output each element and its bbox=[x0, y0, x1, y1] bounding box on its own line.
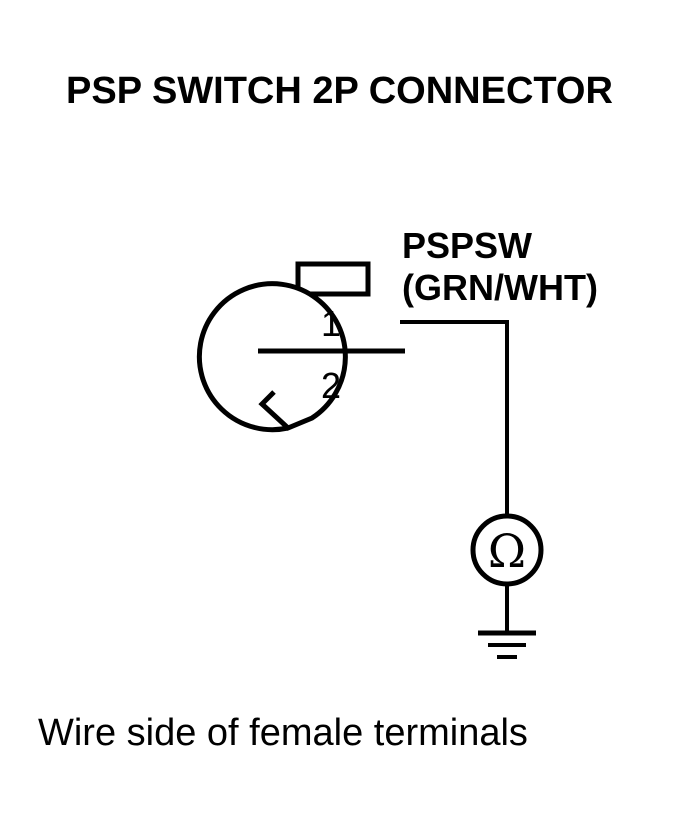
wire-pspsw bbox=[400, 320, 509, 520]
wire-name-label: PSPSW bbox=[402, 225, 532, 266]
pin-2-label: 2 bbox=[321, 365, 341, 406]
diagram-caption: Wire side of female terminals bbox=[38, 712, 528, 754]
diagram-title: PSP SWITCH 2P CONNECTOR bbox=[66, 70, 613, 112]
pin-1-label: 1 bbox=[321, 303, 341, 344]
connector-latch-tab bbox=[295, 261, 371, 297]
wire-color-label: (GRN/WHT) bbox=[402, 267, 598, 308]
connector-body bbox=[196, 281, 348, 433]
ground-icon bbox=[478, 630, 536, 659]
ohm-symbol: Ω bbox=[488, 524, 526, 578]
